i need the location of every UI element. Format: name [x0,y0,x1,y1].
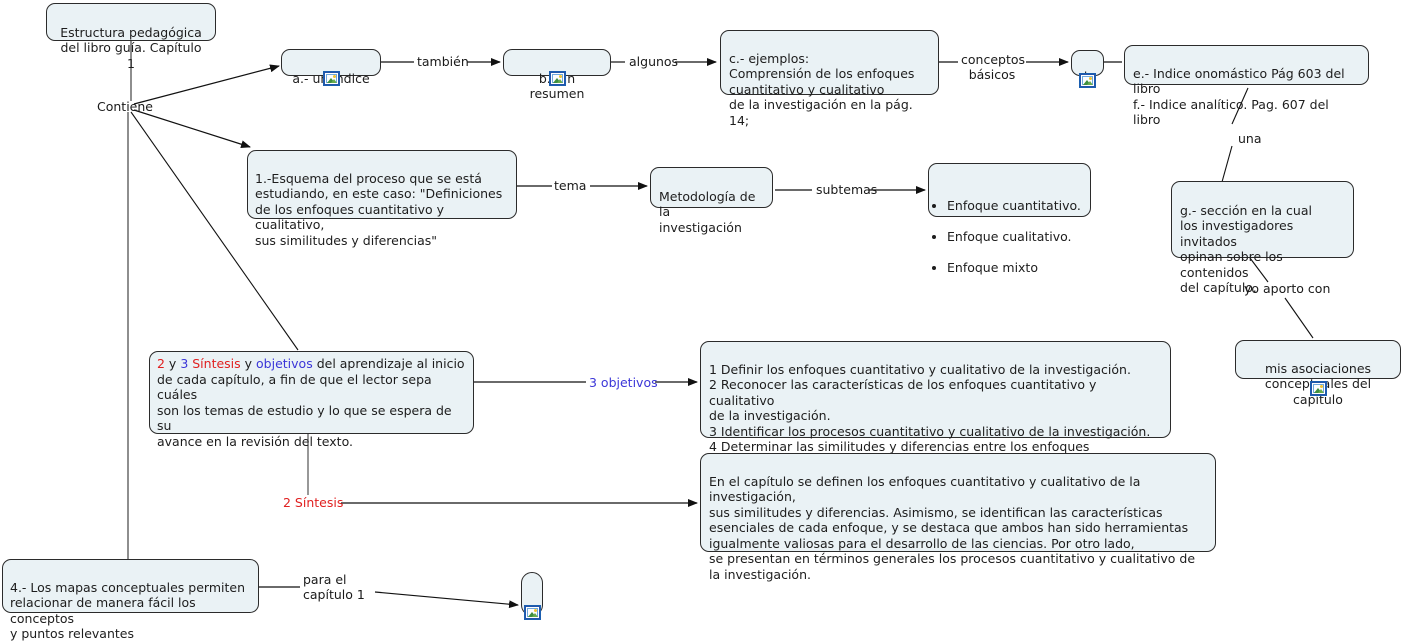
node-sintesis-texto-label: En el capítulo se definen los enfoques c… [709,473,1196,582]
concept-map-canvas: Estructura pedagógica del libro guía. Ca… [0,0,1404,627]
image-icon[interactable] [1079,73,1096,88]
token-2: 2 [157,356,165,371]
token-objetivos: objetivos [256,356,313,371]
token-3: 3 [180,356,189,371]
token-rest: del aprendizaje al inicio de cada capítu… [157,356,465,449]
token-sintesis: Síntesis [188,356,241,371]
node-esquema-label: 1.-Esquema del proceso que se está estud… [255,170,503,248]
node-indices-ef-label: e.- Indice onomástico Pág 603 del libro … [1133,65,1345,128]
edge-label-una: una [1238,131,1262,146]
token-y1: y [164,356,181,371]
node-objetivos-lista[interactable]: 1 Definir los enfoques cuantitativo y cu… [700,341,1171,485]
node-enfoques[interactable]: Enfoque cuantitativo. Enfoque cualitativ… [928,163,1091,275]
enfoques-list: Enfoque cuantitativo. Enfoque cualitativ… [933,183,1086,292]
node-mapas-label: 4.- Los mapas conceptuales permiten rela… [10,579,245,642]
edge-label-para-el-capitulo: para el capítulo 1 [303,572,365,602]
node-metodologia[interactable]: Metodología de la investigación [650,167,773,235]
node-seccion-g-label: g.- sección en la cual los investigadore… [1180,202,1312,296]
edge-label-2-sintesis: 2 Síntesis [283,495,344,510]
image-icon[interactable] [524,605,541,620]
edge-label-tambien: también [417,54,469,69]
node-root[interactable]: Estructura pedagógica del libro guía. Ca… [46,3,216,71]
node-sintesis-texto[interactable]: En el capítulo se definen los enfoques c… [700,453,1216,582]
node-asociaciones[interactable]: mis asociaciones conceptuales del capítu… [1235,340,1401,407]
edge-label-subtemas: subtemas [816,182,878,197]
list-item: Enfoque cualitativo. [947,229,1086,245]
edge-label-3-objetivos: 3 objetivos [589,375,658,390]
node-esquema[interactable]: 1.-Esquema del proceso que se está estud… [247,150,517,248]
token-y2: y [240,356,257,371]
list-item: Enfoque cuantitativo. [947,198,1086,214]
node-seccion-g[interactable]: g.- sección en la cual los investigadore… [1171,181,1354,295]
edge-label-contiene: Contiene [97,99,153,114]
node-mapas[interactable]: 4.- Los mapas conceptuales permiten rela… [2,559,259,641]
list-item: Enfoque mixto [947,260,1086,276]
image-icon[interactable] [1310,381,1327,396]
node-metodologia-label: Metodología de la investigación [659,188,756,235]
edge-layer [127,40,1314,609]
node-sintesis-objetivos[interactable]: 2 y 3 Síntesis y objetivos del aprendiza… [149,351,474,449]
edge-label-tema: tema [554,178,587,193]
edge-label-algunos: algunos [629,54,679,69]
node-asociaciones-label: mis asociaciones conceptuales del capítu… [1264,360,1372,407]
node-ejemplos-label: c.- ejemplos: Comprensión de los enfoque… [729,50,915,128]
node-root-label: Estructura pedagógica del libro guía. Ca… [60,24,202,71]
image-icon[interactable] [549,71,566,86]
node-ejemplos[interactable]: c.- ejemplos: Comprensión de los enfoque… [720,30,939,128]
node-indices-ef[interactable]: e.- Indice onomástico Pág 603 del libro … [1124,45,1369,127]
edge-label-yo-aporto-con: yo aporto con [1244,281,1331,296]
edge-label-conceptos-basicos: conceptos básicos [961,52,1026,82]
image-icon[interactable] [323,71,340,86]
node-indice[interactable]: a.- un índice [281,49,381,86]
